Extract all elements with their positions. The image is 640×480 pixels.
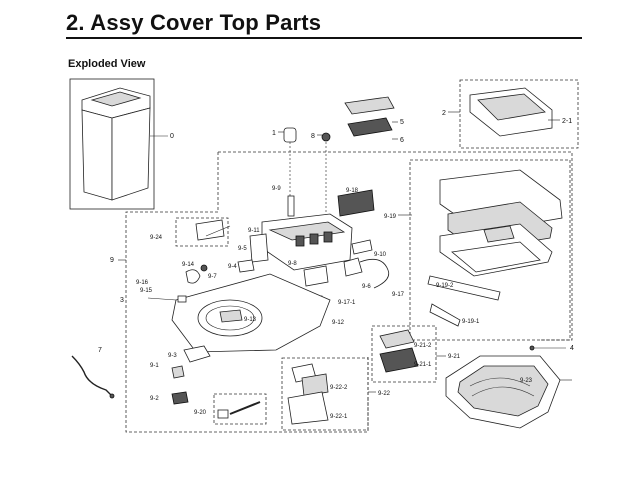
callout-3: 3 xyxy=(120,297,124,304)
callout-4: 4 xyxy=(570,345,574,352)
callout-9-17-1: 9-17-1 xyxy=(338,300,356,306)
callout-1: 1 xyxy=(272,130,276,137)
callout-9-22: 9-22 xyxy=(378,391,391,397)
callout-9-22-1: 9-22-1 xyxy=(330,414,348,420)
callout-9-11: 9-11 xyxy=(248,228,260,234)
callout-9-24: 9-24 xyxy=(150,235,163,241)
callout-9-3: 9-3 xyxy=(168,353,177,359)
callout-7: 7 xyxy=(98,347,102,354)
callout-9-9: 9-9 xyxy=(272,186,281,192)
title-underline xyxy=(66,37,582,39)
callout-0: 0 xyxy=(170,133,174,140)
screw-4 xyxy=(529,345,566,351)
callout-9-6: 9-6 xyxy=(362,284,371,290)
callout-9-21-1: 9-21-1 xyxy=(414,362,432,368)
callout-9: 9 xyxy=(110,257,114,264)
washer-overview xyxy=(69,78,168,210)
page-title: 2. Assy Cover Top Parts xyxy=(66,10,322,35)
callout-9-5: 9-5 xyxy=(238,246,247,252)
callout-9-21-2: 9-21-2 xyxy=(414,343,432,349)
top-small-parts xyxy=(278,96,398,232)
callout-9-20: 9-20 xyxy=(194,410,207,416)
callout-2-1: 2-1 xyxy=(562,118,572,125)
callout-9-23: 9-23 xyxy=(520,378,533,384)
callout-6: 6 xyxy=(400,137,404,144)
callout-9-4: 9-4 xyxy=(228,264,237,270)
callout-5: 5 xyxy=(400,119,404,126)
lower-small-parts xyxy=(171,345,267,425)
callout-9-12: 9-12 xyxy=(332,320,345,326)
callout-9-10: 9-10 xyxy=(374,252,387,258)
callout-9-19: 9-19 xyxy=(384,214,397,220)
callout-9-17: 9-17 xyxy=(392,292,405,298)
lid-assembly xyxy=(398,169,563,327)
callout-8: 8 xyxy=(311,133,315,140)
callout-9-19-1: 9-19-1 xyxy=(462,319,480,325)
callout-9-18: 9-18 xyxy=(346,188,359,194)
callout-9-8: 9-8 xyxy=(288,261,297,267)
top-plate xyxy=(147,264,331,353)
top-cover-group xyxy=(448,79,579,149)
callout-2: 2 xyxy=(442,110,446,117)
callout-9-21: 9-21 xyxy=(448,354,461,360)
callout-9-16: 9-16 xyxy=(136,280,149,286)
bottom-frame-23 xyxy=(445,355,572,429)
callout-9-2: 9-2 xyxy=(150,396,159,402)
dispenser-22 xyxy=(281,357,376,431)
callout-9-7: 9-7 xyxy=(208,274,217,280)
callout-9-1: 9-1 xyxy=(150,363,159,369)
section-subtitle: Exploded View xyxy=(68,58,146,70)
callout-9-22-2: 9-22-2 xyxy=(330,385,348,391)
cable-7 xyxy=(71,355,115,399)
control-board xyxy=(175,189,390,305)
drawer-21 xyxy=(371,325,446,383)
callout-9-19-2: 9-19-2 xyxy=(436,283,454,289)
callout-9-15: 9-15 xyxy=(140,288,153,294)
callout-9-14: 9-14 xyxy=(182,262,195,268)
callout-9-13: 9-13 xyxy=(244,317,257,323)
